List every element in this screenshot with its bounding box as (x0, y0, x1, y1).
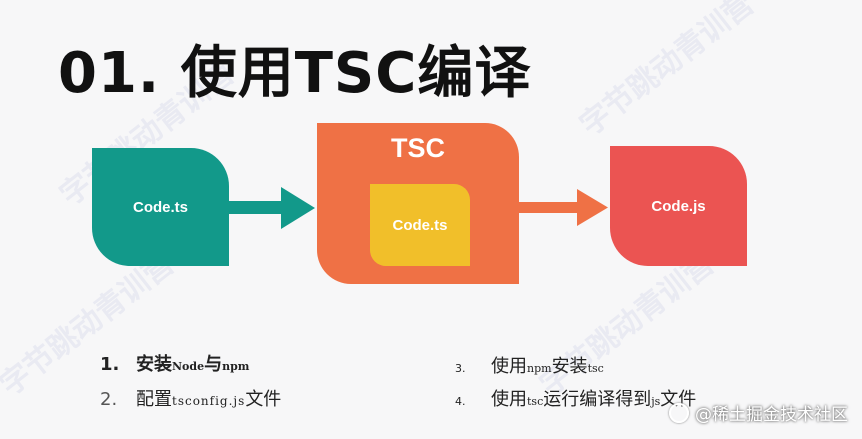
footer-text: @稀土掘金技术社区 (695, 405, 848, 425)
step-text: 运行编译得到 (543, 389, 652, 410)
step-text: tsc (587, 362, 604, 375)
tsc-label: TSC (391, 133, 445, 163)
step-text: npm (527, 362, 552, 375)
step-text: 使用 (491, 356, 527, 377)
step-text: Node (172, 360, 205, 373)
list-item: 3. 使用 npm 安装 tsc (455, 352, 604, 378)
footer-credit: @稀土掘金技术社区 (669, 400, 848, 425)
source-file-label: Code.ts (132, 198, 188, 216)
step-text: 与 (204, 354, 223, 375)
step-text: 使用 (491, 389, 527, 410)
step-text: 文件 (245, 389, 282, 410)
step-number: 4. (455, 395, 466, 408)
step-text: 配置 (136, 389, 172, 410)
list-item: 1. 安装 Node 与 npm (100, 350, 249, 376)
step-number: 1. (100, 354, 120, 375)
output-file-label: Code.js (651, 197, 706, 215)
arrow-right-icon (229, 187, 315, 229)
list-item: 2. 配置 tsconfig.js 文件 (100, 385, 281, 411)
output-file-box: Code.js (610, 146, 747, 266)
step-number: 3. (455, 362, 466, 375)
step-text: 文件 (660, 389, 697, 410)
logo-icon (669, 402, 689, 423)
step-text: tsc (527, 395, 544, 408)
step-text: npm (222, 360, 250, 373)
list-item: 4. 使用 tsc 运行编译得到 js 文件 (455, 385, 696, 411)
inner-file-box: Code.ts (370, 184, 470, 266)
page-title: 01. 使用TSC编译 (58, 41, 532, 106)
inner-file-label: Code.ts (392, 216, 448, 234)
step-number: 2. (100, 389, 118, 410)
step-text: js (651, 395, 661, 408)
step-text: 安装 (136, 354, 172, 375)
step-text: 安装 (551, 356, 588, 377)
source-file-box: Code.ts (92, 148, 229, 266)
arrow-right-icon (519, 189, 608, 226)
watermark: 字节跳动青训营 (573, 0, 761, 144)
tsc-compiler-box: TSC Code.ts (317, 123, 519, 284)
step-text: tsconfig.js (172, 394, 246, 408)
